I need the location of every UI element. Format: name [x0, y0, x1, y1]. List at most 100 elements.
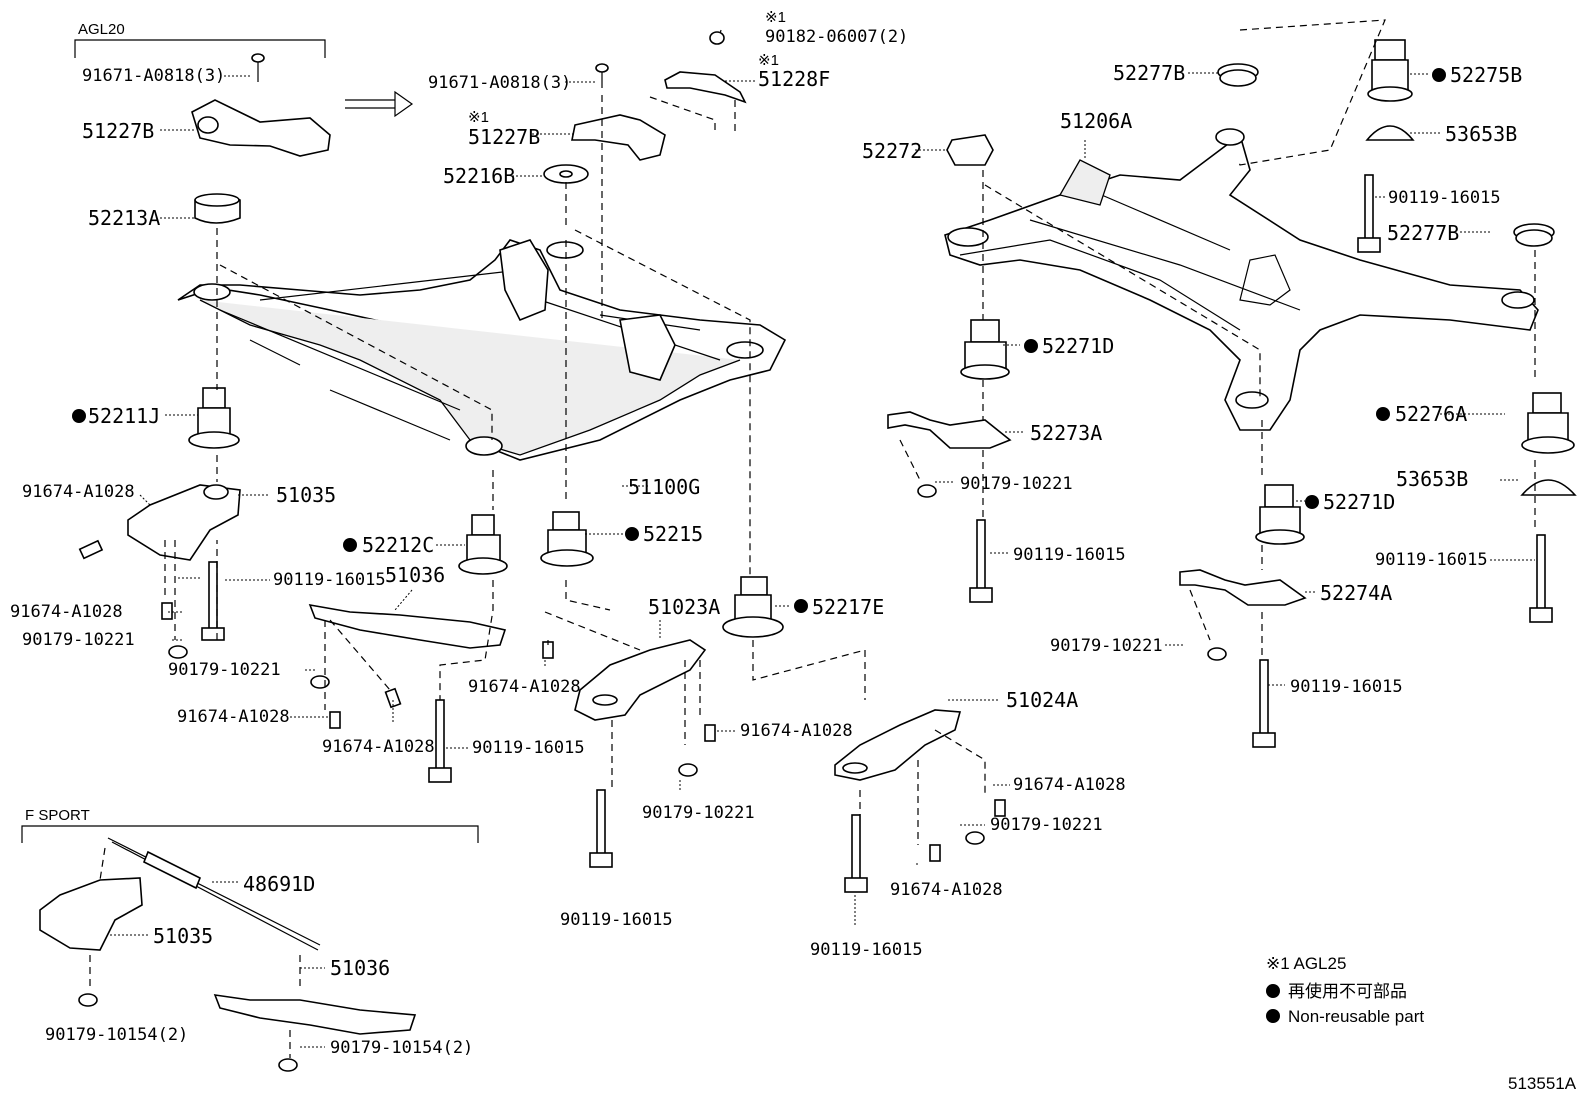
legend-en: Non-reusable part — [1288, 1007, 1424, 1026]
brace-51036-fsport — [213, 994, 417, 1035]
part-label: 91674-A1028 — [740, 721, 853, 741]
part-mark: ※1 — [758, 52, 779, 69]
arm-51035 — [127, 484, 241, 561]
part-label: 52274A — [1320, 581, 1392, 605]
part-mark: ※1 — [765, 9, 786, 26]
part-label: 90119-16015 — [273, 570, 386, 590]
assembly-lines — [89, 19, 1536, 1058]
part-label: 91674-A1028 — [10, 602, 123, 622]
mount-52272 — [946, 134, 994, 166]
part-label: 90119-16015 — [810, 940, 923, 960]
part-label: 52211J — [88, 404, 160, 428]
part-label: 52272 — [862, 139, 922, 163]
legend-dot-jp — [1266, 984, 1280, 998]
part-label: 51036 — [330, 956, 390, 980]
arm-51035-fsport — [39, 877, 143, 951]
part-label: 52277B — [1113, 61, 1185, 85]
part-label: 52216B — [443, 164, 515, 188]
non-reusable-dot-52275b — [1432, 68, 1446, 82]
part-label: 90119-16015 — [1388, 188, 1501, 208]
part-label: 91674-A1028 — [322, 737, 435, 757]
agl20-bracket — [74, 39, 326, 58]
part-label: 90179-10221 — [960, 474, 1073, 494]
washer-52277b-top — [1217, 63, 1259, 87]
bolts — [78, 29, 1553, 1072]
f-sport-bracket — [21, 825, 479, 843]
part-label: 53653B — [1396, 467, 1468, 491]
part-label: 90119-16015 — [472, 738, 585, 758]
part-label: 91674-A1028 — [22, 482, 135, 502]
bushing-52271d-lower — [1255, 484, 1305, 545]
part-label: 52215 — [643, 522, 703, 546]
part-label: 52276A — [1395, 402, 1467, 426]
non-reusable-dot-52271d — [1024, 339, 1038, 353]
leader-lines — [110, 72, 1535, 1048]
part-label: 52217E — [812, 595, 884, 619]
brace-51036 — [308, 603, 507, 649]
part-label: 51035 — [276, 483, 336, 507]
part-label: 52213A — [88, 206, 160, 230]
washer-52277b — [1513, 223, 1555, 247]
washer-52216b — [543, 164, 589, 184]
part-label: 90179-10221 — [22, 630, 135, 650]
figure-id: 513551A — [1508, 1074, 1577, 1093]
part-label: 91674-A1028 — [177, 707, 290, 727]
bushing-52212c — [458, 514, 508, 575]
bracket-52273a — [887, 411, 1012, 449]
part-label: 91674-A1028 — [890, 880, 1003, 900]
legend-note: ※1 AGL25 — [1266, 954, 1346, 973]
part-mark: ※1 — [468, 109, 489, 126]
part-label: 52273A — [1030, 421, 1102, 445]
bracket-52274a — [1179, 569, 1307, 606]
part-label: 51035 — [153, 924, 213, 948]
part-label: 52277B — [1387, 221, 1459, 245]
non-reusable-dot-52212c — [343, 538, 357, 552]
legend-jp: 再使用不可部品 — [1288, 981, 1407, 1001]
non-reusable-dot-52276a — [1376, 407, 1390, 421]
part-label: 90179-10154(2) — [330, 1038, 473, 1058]
part-label: 91671-A0818(3) — [428, 73, 571, 93]
legend-dot-en — [1266, 1009, 1280, 1023]
non-reusable-dot-52215 — [625, 527, 639, 541]
plate-51023a — [574, 639, 707, 721]
part-label: 90179-10154(2) — [45, 1025, 188, 1045]
non-reusable-dot-52271d-lower — [1305, 495, 1319, 509]
part-label: 51227B — [82, 119, 154, 143]
part-label: 90119-16015 — [1375, 550, 1488, 570]
part-label: 51100G — [628, 475, 700, 499]
washer-53653b — [1520, 479, 1577, 496]
part-label: 53653B — [1445, 122, 1517, 146]
bushing-52211j — [188, 387, 240, 449]
bushing-52271d-upper — [960, 319, 1010, 380]
part-label: 90179-10221 — [168, 660, 281, 680]
part-label: 90179-10221 — [642, 803, 755, 823]
part-label: 90182-06007(2) — [765, 27, 908, 47]
bushing-52276a — [1521, 392, 1575, 454]
non-reusable-dot-52211j — [72, 409, 86, 423]
part-label: 91671-A0818(3) — [82, 66, 225, 86]
part-label: 52275B — [1450, 63, 1522, 87]
part-label: 90119-16015 — [560, 910, 673, 930]
bracket-51227b — [571, 114, 666, 161]
bushing-52215 — [540, 511, 594, 567]
agl20-label: AGL20 — [78, 21, 125, 38]
rear-member-51206a — [944, 128, 1539, 431]
part-label: 90119-16015 — [1290, 677, 1403, 697]
front-member-51100g — [177, 239, 787, 461]
bracket-51228f — [664, 71, 747, 104]
part-label: 51024A — [1006, 688, 1078, 712]
bracket-51227b-agl20 — [191, 99, 331, 157]
f-sport-label: F SPORT — [25, 807, 90, 824]
arrow-icon — [345, 90, 414, 118]
part-label: 51023A — [648, 595, 720, 619]
bushing-52217e — [722, 576, 784, 638]
part-label: 90179-10221 — [1050, 636, 1163, 656]
part-label: 52212C — [362, 533, 434, 557]
bushing-52275b — [1367, 39, 1413, 102]
part-label: 51036 — [385, 563, 445, 587]
non-reusable-dot-52217e — [794, 599, 808, 613]
part-label: 52271D — [1042, 334, 1114, 358]
part-label: 51227B — [468, 125, 540, 149]
part-label: 51206A — [1060, 109, 1132, 133]
